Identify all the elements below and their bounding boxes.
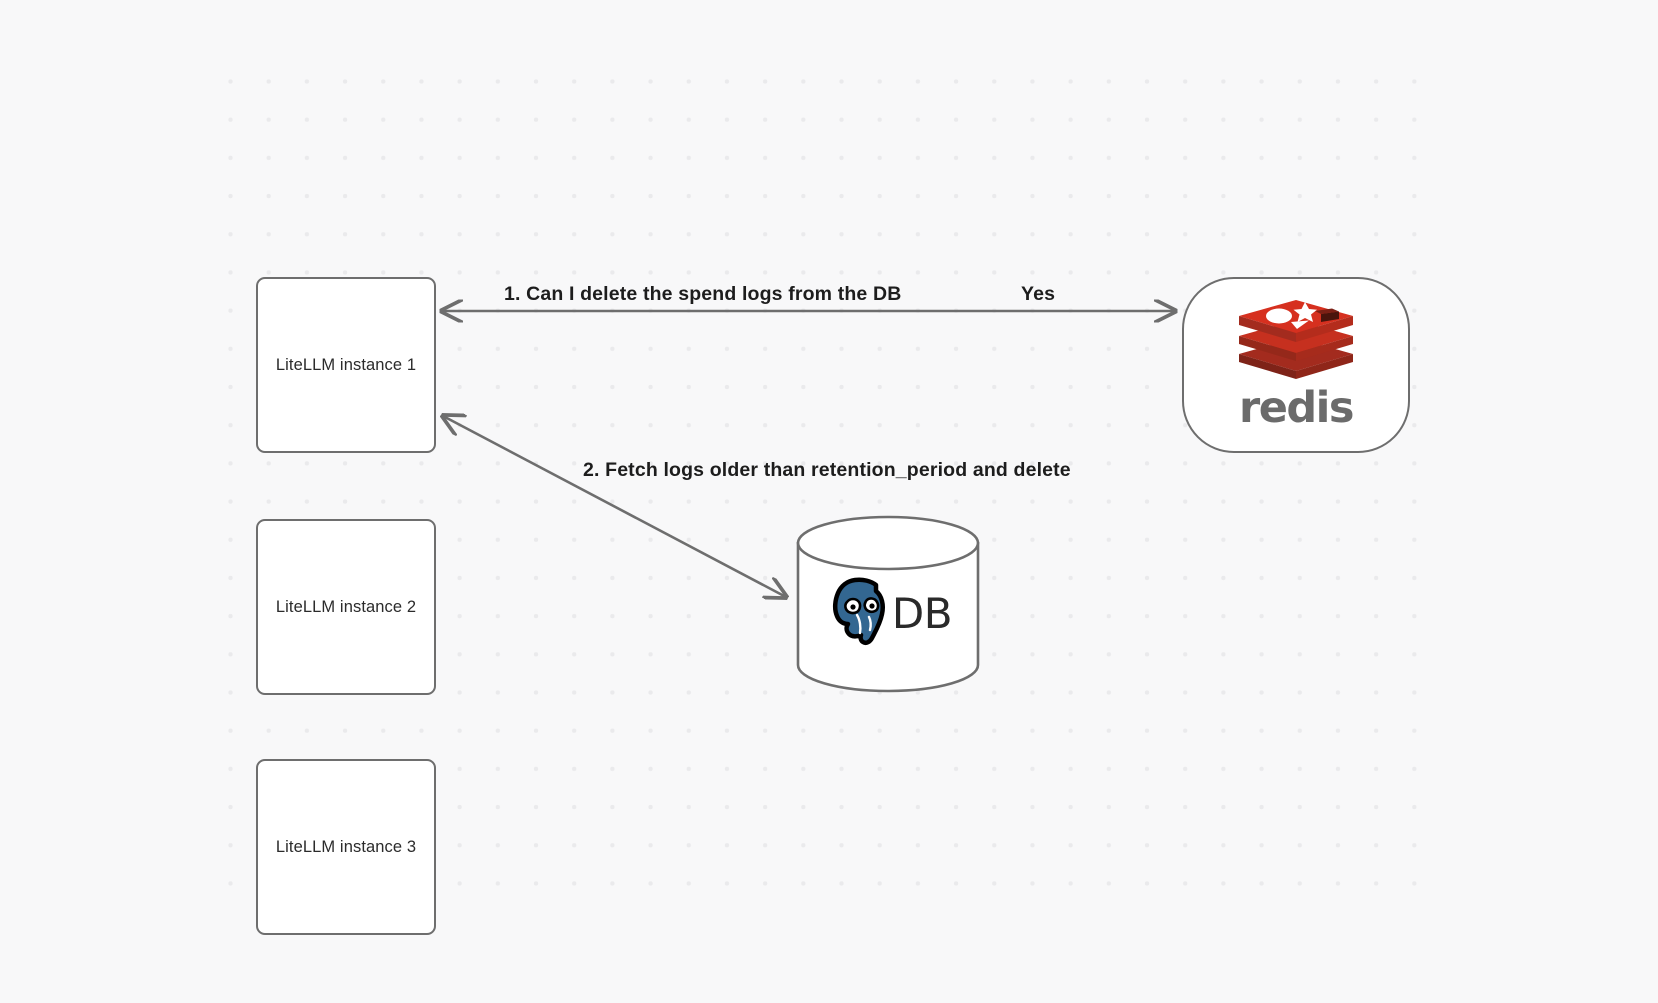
node-litellm-instance-1[interactable]: LiteLLM instance 1 <box>256 277 436 453</box>
postgresql-elephant-icon <box>824 577 892 652</box>
node-litellm-instance-3[interactable]: LiteLLM instance 3 <box>256 759 436 935</box>
node-redis[interactable]: redis <box>1182 277 1410 453</box>
node-litellm-instance-2[interactable]: LiteLLM instance 2 <box>256 519 436 695</box>
db-label: DB <box>891 589 953 638</box>
node-database[interactable]: DB <box>795 515 981 693</box>
edge-1-question-label: 1. Can I delete the spend logs from the … <box>504 283 902 305</box>
edge-2-instance1-to-db <box>443 416 786 597</box>
edge-1-answer-label: Yes <box>1021 283 1056 305</box>
node-label: LiteLLM instance 1 <box>275 355 417 374</box>
node-label: LiteLLM instance 2 <box>275 597 417 616</box>
edge-2-label: 2. Fetch logs older than retention_perio… <box>583 459 1071 481</box>
node-label: LiteLLM instance 3 <box>275 837 417 856</box>
cylinder-shape <box>796 515 980 693</box>
redis-logo-icon <box>1235 296 1357 385</box>
redis-wordmark: redis <box>1239 383 1354 433</box>
